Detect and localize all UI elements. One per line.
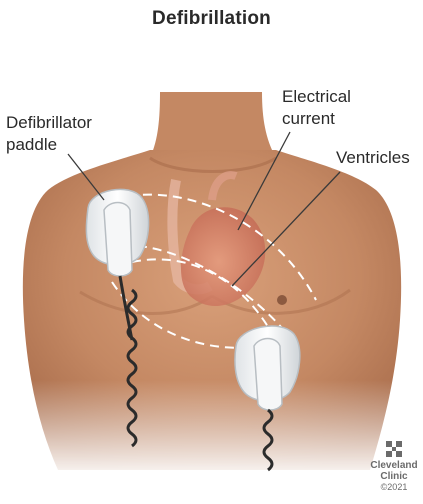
label-line: paddle	[6, 134, 92, 156]
copyright: ©2021	[366, 482, 422, 493]
logo-line-2: Clinic	[366, 471, 422, 482]
cleveland-clinic-mark-icon	[386, 441, 402, 457]
label-defibrillator-paddle: Defibrillator paddle	[6, 112, 92, 156]
logo-line-1: Cleveland	[366, 460, 422, 471]
label-line: Electrical	[282, 86, 351, 108]
label-line: current	[282, 108, 351, 130]
label-line: Defibrillator	[6, 112, 92, 134]
cleveland-clinic-logo: Cleveland Clinic ©2021	[366, 441, 422, 493]
label-ventricles: Ventricles	[336, 147, 410, 169]
label-electrical-current: Electrical current	[282, 86, 351, 130]
